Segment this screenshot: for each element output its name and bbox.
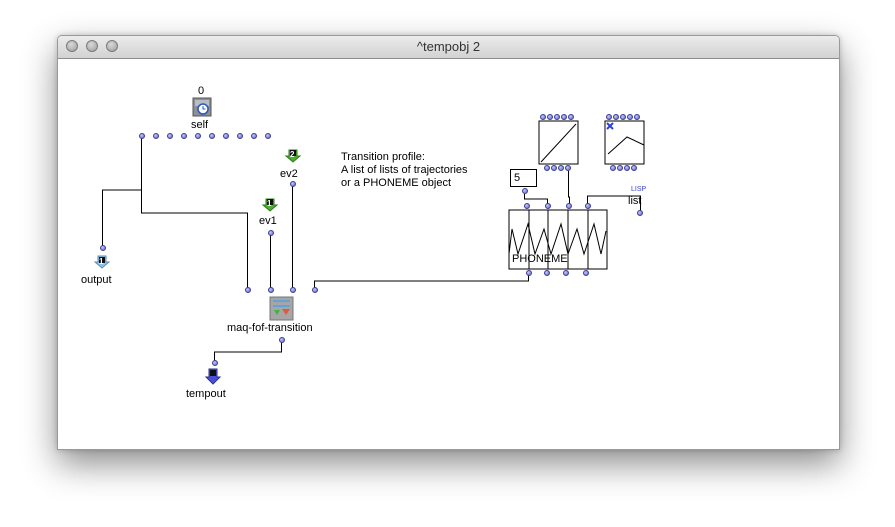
- connection-phoneme-maq: [314, 273, 529, 289]
- phoneme-outlet[interactable]: [563, 270, 569, 276]
- comment-box[interactable]: Transition profile: A list of lists of t…: [341, 151, 468, 190]
- self-outlet[interactable]: [195, 133, 201, 139]
- self-outlet[interactable]: [181, 133, 187, 139]
- self-value: 0: [198, 85, 205, 97]
- maq-inlet[interactable]: [245, 287, 251, 293]
- bpf-outlet[interactable]: [610, 165, 616, 171]
- phoneme-inlet[interactable]: [545, 203, 551, 209]
- bpf-inlet[interactable]: [554, 114, 560, 120]
- maq-inlet[interactable]: [312, 287, 318, 293]
- maq-label[interactable]: maq-fof-transition: [227, 322, 313, 334]
- self-outlet[interactable]: [139, 133, 145, 139]
- bpf-box-linear: [538, 120, 579, 165]
- ev2-index: 2: [290, 150, 295, 159]
- number-box[interactable]: 5: [510, 169, 537, 187]
- maq-inlet[interactable]: [290, 287, 296, 293]
- self-label[interactable]: self: [191, 119, 209, 131]
- bpf-inlet[interactable]: [568, 114, 574, 120]
- bpf-inlet[interactable]: [540, 114, 546, 120]
- window-title: ^tempobj 2: [416, 39, 481, 54]
- tempout-inlet[interactable]: [212, 360, 218, 366]
- connection-bpf-phoneme: [568, 171, 570, 206]
- tempout-arrow-icon: [204, 368, 222, 385]
- bpf-outlet[interactable]: [624, 165, 630, 171]
- number-outlet[interactable]: [522, 188, 528, 194]
- ev1-label[interactable]: ev1: [259, 215, 277, 227]
- bpf-inlet[interactable]: [620, 114, 626, 120]
- connection-number-phoneme: [524, 194, 548, 206]
- bpf-outlet[interactable]: [551, 165, 557, 171]
- bpf-inlet[interactable]: [627, 114, 633, 120]
- bpf-inlet[interactable]: [561, 114, 567, 120]
- bpf-inlet[interactable]: [634, 114, 640, 120]
- self-outlet[interactable]: [237, 133, 243, 139]
- bpf-inlet[interactable]: [613, 114, 619, 120]
- comment-line-3: or a PHONEME object: [341, 177, 452, 189]
- self-outlet[interactable]: [251, 133, 257, 139]
- maq-inlet[interactable]: [268, 287, 274, 293]
- phoneme-label[interactable]: PHONEME: [512, 253, 568, 265]
- phoneme-outlet[interactable]: [526, 270, 532, 276]
- bpf-inlet[interactable]: [606, 114, 612, 120]
- output-index: 1: [99, 257, 104, 266]
- patch-window: ^tempobj 2: [57, 35, 840, 450]
- zoom-button[interactable]: [106, 40, 118, 52]
- ev1-outlet[interactable]: [268, 230, 274, 236]
- maq-outlet[interactable]: [279, 337, 285, 343]
- connection-self-maq: [141, 190, 248, 289]
- tempout-label[interactable]: tempout: [186, 388, 226, 400]
- list-outlet[interactable]: [637, 210, 643, 216]
- bpf-inlet[interactable]: [547, 114, 553, 120]
- output-inlet[interactable]: [100, 245, 106, 251]
- title-bar[interactable]: ^tempobj 2: [58, 36, 839, 59]
- self-outlet[interactable]: [167, 133, 173, 139]
- ev2-arrow-icon: [284, 149, 302, 163]
- bpf-box-curve: [604, 120, 645, 165]
- maq-icon: [269, 296, 294, 321]
- patch-canvas[interactable]: 0 self 1 output 2 ev2 1 ev1 maq-fof-tran…: [58, 59, 839, 449]
- phoneme-graph: [508, 209, 608, 270]
- self-outlet[interactable]: [265, 133, 271, 139]
- output-arrow-icon: [93, 255, 111, 269]
- ev1-arrow-icon: [261, 198, 279, 212]
- minimize-button[interactable]: [86, 40, 98, 52]
- output-label[interactable]: output: [81, 274, 112, 286]
- phoneme-outlet[interactable]: [544, 270, 550, 276]
- comment-line-1: Transition profile:: [341, 151, 425, 163]
- bpf-outlet[interactable]: [617, 165, 623, 171]
- ev2-label[interactable]: ev2: [280, 168, 298, 180]
- connection-maq-tempout: [214, 342, 282, 363]
- self-outlet[interactable]: [209, 133, 215, 139]
- phoneme-inlet[interactable]: [524, 203, 530, 209]
- ev1-index: 1: [267, 199, 272, 208]
- phoneme-outlet[interactable]: [583, 270, 589, 276]
- connection-list-phoneme: [587, 195, 641, 215]
- ev2-outlet[interactable]: [290, 181, 296, 187]
- phoneme-inlet[interactable]: [585, 203, 591, 209]
- connection-self-output: [102, 136, 142, 246]
- bpf-outlet[interactable]: [558, 165, 564, 171]
- self-outlet[interactable]: [153, 133, 159, 139]
- bpf-outlet[interactable]: [631, 165, 637, 171]
- self-outlet[interactable]: [223, 133, 229, 139]
- comment-line-2: A list of lists of trajectories: [341, 164, 468, 176]
- self-box: [192, 97, 212, 117]
- list-label[interactable]: list: [628, 195, 642, 207]
- phoneme-inlet[interactable]: [566, 203, 572, 209]
- lisp-tag: LISP: [631, 186, 647, 193]
- bpf-outlet[interactable]: [565, 165, 571, 171]
- close-button[interactable]: [66, 40, 78, 52]
- patch-connections: [93, 97, 645, 385]
- bpf-outlet[interactable]: [544, 165, 550, 171]
